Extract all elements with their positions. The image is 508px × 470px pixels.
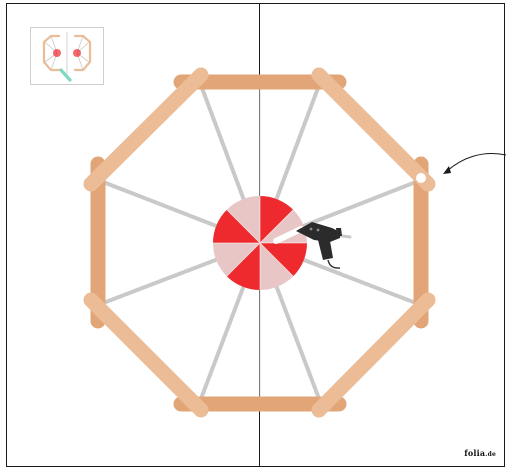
glue-dot xyxy=(416,173,426,183)
stick-bottom-left xyxy=(91,300,201,410)
brand-name: folia xyxy=(464,448,485,458)
center-pinwheel xyxy=(213,196,307,290)
curved-arrow-icon xyxy=(443,153,506,174)
stick-top-left xyxy=(91,75,201,184)
brand-suffix: .de xyxy=(485,451,496,458)
stick-top-right xyxy=(319,75,428,184)
stick-bottom-right xyxy=(319,300,428,410)
brand-logo: folia.de xyxy=(464,448,496,458)
